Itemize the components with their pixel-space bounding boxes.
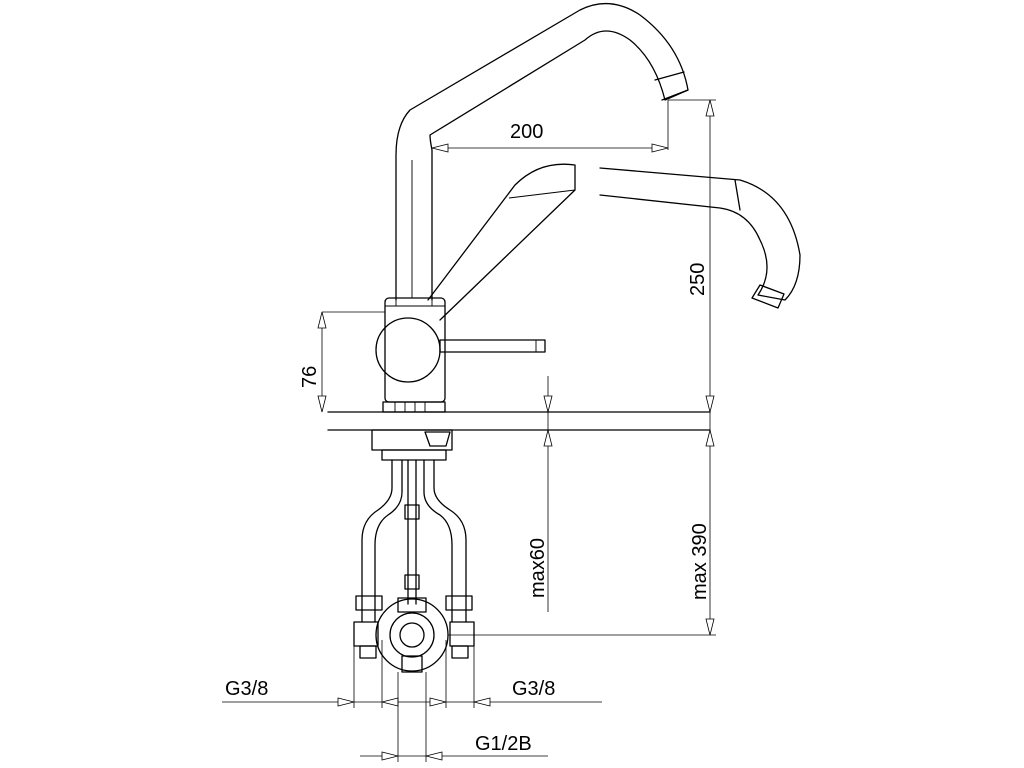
inlet-right-label: G3/8 <box>512 678 555 700</box>
supply-hoses <box>355 459 473 623</box>
dim-outlet: G1/2B <box>360 672 548 762</box>
spout-reach-label: 200 <box>510 121 543 143</box>
mixer-body <box>375 297 546 413</box>
dim-max-below-deck: max 390 <box>448 412 716 636</box>
lower-spout <box>427 163 801 321</box>
lever-height-label: 76 <box>299 366 321 388</box>
upper-spout <box>395 2 689 301</box>
max-below-deck-label: max 390 <box>689 523 711 600</box>
dim-spout-height: 250 <box>687 99 715 413</box>
dim-lever-height: 76 <box>299 311 385 413</box>
inlet-left-label: G3/8 <box>225 678 268 700</box>
outlet-label: G1/2B <box>475 733 532 755</box>
dim-max-deck: max60 <box>527 376 553 612</box>
dim-spout-reach: 200 <box>431 99 716 153</box>
deck-mount <box>327 411 711 461</box>
dim-inlets: G3/8 G3/8 <box>222 622 602 708</box>
spout-height-label: 250 <box>687 263 709 296</box>
max-deck-label: max60 <box>527 538 549 598</box>
